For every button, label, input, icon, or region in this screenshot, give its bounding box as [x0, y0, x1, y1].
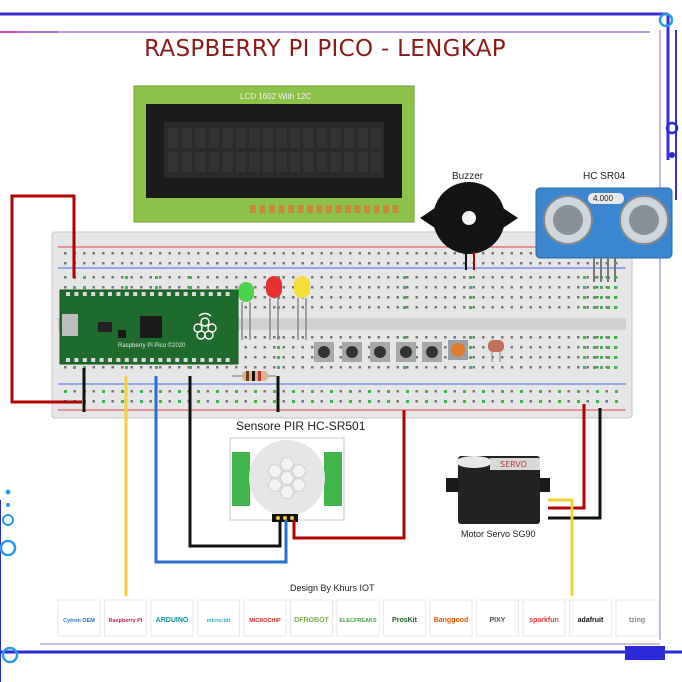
logo-dfrobot: DFROBOT	[290, 599, 333, 637]
wire-red-pir	[292, 410, 406, 540]
logo-microchip: MICROCHIP	[243, 599, 287, 637]
svg-text:ARDUINO: ARDUINO	[156, 617, 189, 624]
servo-motor: SERVO	[446, 456, 550, 524]
push-button-group	[314, 342, 442, 362]
logo-proskit: ProsKit	[383, 599, 426, 637]
wire-black-servo	[548, 408, 602, 520]
credit-text: Design By Khurs IOT	[290, 583, 375, 593]
raspberry-pi-pico: Raspberry Pi Pico ©2020	[59, 289, 239, 365]
led-green	[238, 282, 254, 340]
push-button-4	[396, 342, 416, 362]
svg-text:adafruit: adafruit	[578, 617, 604, 624]
pir-label: Sensore PIR HC-SR501	[236, 419, 366, 433]
svg-text:tzing: tzing	[629, 617, 645, 624]
wire-yellow-servo	[548, 498, 574, 596]
wiring	[10, 194, 602, 596]
lcd-1602-module	[133, 85, 415, 223]
potentiometer	[448, 340, 468, 360]
logo-adafruit: adafruit	[569, 599, 612, 637]
svg-text:micro:bit: micro:bit	[207, 618, 231, 624]
sponsor-logos: Cytron OEM Raspberry Pi ARDUINO micro:bit MI…	[57, 599, 659, 637]
svg-text:DFROBOT: DFROBOT	[294, 617, 329, 624]
led-yellow	[294, 276, 310, 340]
push-button-3	[370, 342, 390, 362]
pir-sensor	[229, 437, 345, 522]
logo-banggood: Banggood	[429, 599, 473, 637]
logo-pixy: PIXY	[476, 599, 519, 637]
svg-text:Raspberry Pi: Raspberry Pi	[109, 618, 143, 624]
push-button-2	[342, 342, 362, 362]
logo-micro-bit: micro:bit	[197, 599, 240, 637]
svg-text:PIXY: PIXY	[490, 617, 506, 624]
led-group	[238, 276, 310, 340]
push-button-1	[314, 342, 334, 362]
svg-text:Banggood: Banggood	[434, 617, 469, 624]
servo-brand: SERVO	[500, 460, 527, 469]
decorative-frame	[0, 12, 682, 682]
svg-text:MICROCHIP: MICROCHIP	[249, 618, 281, 624]
servo-label: Motor Servo SG90	[461, 529, 536, 539]
buzzer-component	[420, 182, 518, 270]
push-button-5	[422, 342, 442, 362]
svg-text:ProsKit: ProsKit	[392, 617, 418, 624]
ldr-sensor	[488, 340, 504, 362]
logo-sparkfun: sparkfun	[522, 599, 566, 637]
page-title: RASPBERRY PI PICO - LENGKAP	[144, 36, 506, 62]
wire-red-servo	[548, 404, 586, 510]
buzzer-label: Buzzer	[452, 171, 484, 182]
wire-red-power	[10, 194, 82, 404]
ultrasonic-sensor	[535, 187, 673, 282]
logo-cytron-oem: Cytron OEM	[57, 599, 101, 637]
lcd-label: LCD 1602 With 12C	[240, 92, 312, 101]
logo-elecfreaks: ELECFREAKS	[336, 599, 380, 637]
logo-arduino: ARDUINO	[150, 599, 194, 637]
raspberry-logo	[193, 312, 217, 340]
wire-black-pir	[188, 376, 282, 548]
logo-tzing: tzing	[615, 599, 659, 637]
ultrasonic-label: HC SR04	[583, 171, 626, 182]
ultrasonic-display: 4.000	[593, 194, 614, 203]
pico-board-text: Raspberry Pi Pico ©2020	[118, 342, 186, 349]
wire-blue-pir	[154, 376, 288, 564]
logo-raspberry-pi: Raspberry Pi	[104, 599, 147, 637]
resistor	[232, 371, 276, 381]
svg-text:sparkfun: sparkfun	[529, 617, 559, 624]
led-red	[266, 276, 282, 340]
svg-text:ELECFREAKS: ELECFREAKS	[339, 618, 377, 624]
svg-text:Cytron OEM: Cytron OEM	[63, 618, 95, 624]
